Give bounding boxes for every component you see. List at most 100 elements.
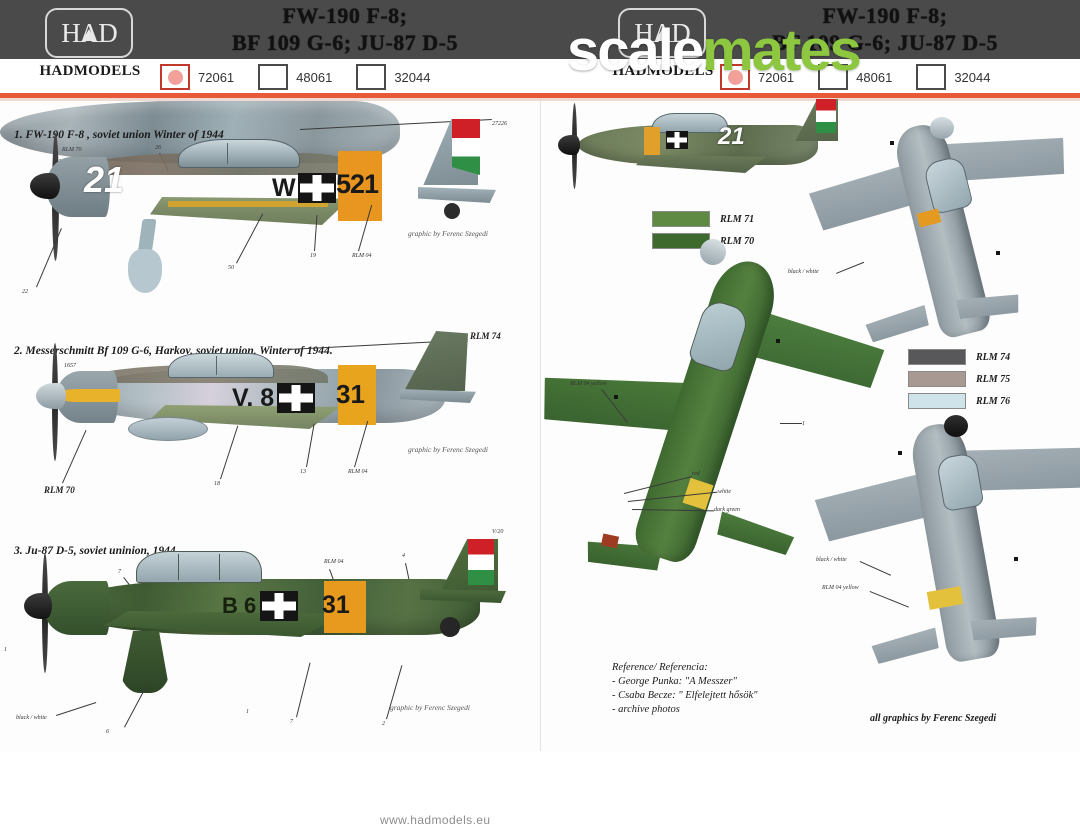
profile-1-credit: graphic by Ferenc Szegedi (408, 229, 488, 238)
wing-cross-left (892, 143, 918, 169)
scale-checkbox[interactable] (818, 64, 849, 90)
wing-yellow-stripe (168, 201, 328, 207)
balkenkreuz-icon (277, 383, 316, 413)
plan-view-grey-upper (822, 115, 1072, 345)
profile-3-credit: graphic by Ferenc Szegedi (390, 703, 470, 712)
nose-yellow-band (60, 389, 120, 402)
leader-line (306, 423, 315, 468)
wing-cross-right (1016, 559, 1042, 585)
balkenkreuz-icon (666, 131, 688, 149)
callout-18: 18 (214, 481, 220, 487)
leader-line (296, 662, 311, 718)
decal-instruction-sheet: HAD HADMODELS FW-190 F-8; BF 109 G-6; JU… (0, 0, 1080, 751)
wheel-spat (120, 631, 170, 693)
callout-rlm04: RLM 04 (352, 253, 372, 259)
code-letter: W (272, 173, 296, 202)
color-swatch (908, 393, 966, 409)
profile-2-credit: graphic by Ferenc Szegedi (408, 445, 488, 454)
left-stabilizer (864, 305, 930, 343)
callout-19: 19 (310, 253, 316, 259)
fuselage-code: V. 8 (232, 383, 316, 413)
canopy (168, 353, 274, 378)
balkenkreuz-icon (260, 591, 299, 621)
scale-number: 48061 (856, 69, 893, 85)
callout-rlm74: RLM 74 (470, 331, 501, 341)
side-number-marking: 21 (718, 123, 745, 150)
spinner (36, 383, 66, 409)
horizontal-stabilizer (420, 589, 506, 603)
legend-label: RLM 74 (976, 351, 1011, 363)
graphics-credit: all graphics by Ferenc Szegedi (870, 713, 997, 724)
scale-option[interactable]: 48061 (818, 64, 892, 90)
aircraft-number-marking: 521 (336, 169, 379, 199)
legend-grey-rlm74: RLM 74 (908, 349, 1010, 365)
scale-option[interactable]: 72061 (160, 64, 234, 90)
fuselage-code: B 6 (222, 591, 299, 621)
selected-dot-icon (727, 69, 743, 85)
code-letter: B 6 (222, 593, 257, 618)
brand-wordmark: HADMODELS (39, 63, 141, 79)
color-swatch (908, 371, 966, 387)
canopy (178, 139, 300, 168)
scale-option[interactable]: 32044 (916, 64, 990, 90)
fuselage-identification-band (338, 365, 376, 425)
annotation-black-white-top: black / white (788, 269, 819, 275)
scale-checkbox-selected[interactable] (720, 64, 750, 90)
scale-selector-left: 72061 48061 32044 (160, 62, 540, 92)
leader-line (36, 228, 62, 288)
scale-checkbox[interactable] (258, 64, 289, 90)
wing-cross-right (778, 341, 808, 371)
brand-wordmark-duplicate: HADMODELS (612, 63, 714, 79)
aircraft-number-marking: 31 (336, 379, 365, 409)
page-title: FW-190 F-8; BF 109 G-6; JU-87 D-5 (150, 2, 540, 56)
legend-label: RLM 70 (720, 235, 755, 247)
scale-checkbox-selected[interactable] (160, 64, 190, 90)
callout-1657: 1657 (64, 363, 76, 369)
spinner (30, 173, 60, 199)
spinner (944, 415, 968, 437)
scale-option[interactable]: 72061 (720, 64, 794, 90)
callout-1-left: 1 (4, 647, 7, 653)
had-logo-triangle-icon (82, 29, 96, 42)
scale-option[interactable]: 32044 (356, 64, 430, 90)
legend-label: RLM 76 (976, 395, 1011, 407)
callout-22: 22 (22, 289, 28, 295)
callout-7: 7 (118, 569, 121, 575)
scale-selector-right: 72061 48061 32044 (720, 62, 1080, 92)
hungarian-tail-stripes (816, 99, 836, 133)
scale-number: 32044 (954, 69, 991, 85)
scale-checkbox[interactable] (916, 64, 947, 90)
scale-checkbox[interactable] (356, 64, 387, 90)
header-half-right: HAD HADMODELS FW-190 F-8; BF 109 G-6; JU… (540, 0, 1080, 101)
main-wheel (440, 617, 460, 637)
color-swatch (908, 349, 966, 365)
annotation-rlm04-yellow-bottom: RLM 04 yellow (822, 585, 859, 591)
callout-rlm70: RLM 70 (44, 485, 75, 495)
profile-1-caption: 1. FW-190 F-8 , soviet union Winter of 1… (14, 129, 224, 141)
annotation-black-white-bottom: black / white (816, 557, 847, 563)
scale-number: 72061 (758, 69, 795, 85)
legend-grey-rlm75: RLM 75 (908, 371, 1010, 387)
title-line-2: BF 109 G-6; JU-87 D-5 (772, 30, 998, 55)
horizontal-stabilizer (418, 187, 496, 203)
leader-line (780, 423, 802, 424)
main-wheel-fairing (128, 249, 162, 293)
annotation-rlm04-yellow: RLM 04 yellow (570, 381, 607, 387)
leader-line (62, 430, 87, 484)
reference-item: - George Punka: "A Messzer" (612, 676, 737, 687)
profile-bf109: 2. Messerschmitt Bf 109 G-6, Harkov, sov… (0, 317, 540, 522)
title-line-1: FW-190 F-8; (822, 3, 948, 28)
leader-line (220, 425, 239, 480)
legend-label: RLM 75 (976, 373, 1011, 385)
page-title-duplicate: FW-190 F-8; BF 109 G-6; JU-87 D-5 (690, 2, 1080, 56)
website-url: www.hadmodels.eu (380, 813, 491, 827)
fuselage-identification-band (324, 581, 366, 633)
balkenkreuz-icon (297, 173, 336, 203)
scale-option[interactable]: 48061 (258, 64, 332, 90)
callout-rlm70: RLM 70 (62, 147, 82, 153)
callout-rlm04: RLM 04 (348, 469, 368, 475)
profile-3-caption: 3. Ju-87 D-5, soviet uninion, 1944. (14, 545, 179, 557)
header-accent-rule-light (0, 98, 1080, 101)
legend-grey-rlm76: RLM 76 (908, 393, 1010, 409)
small-side-profile: 21 (540, 99, 860, 211)
